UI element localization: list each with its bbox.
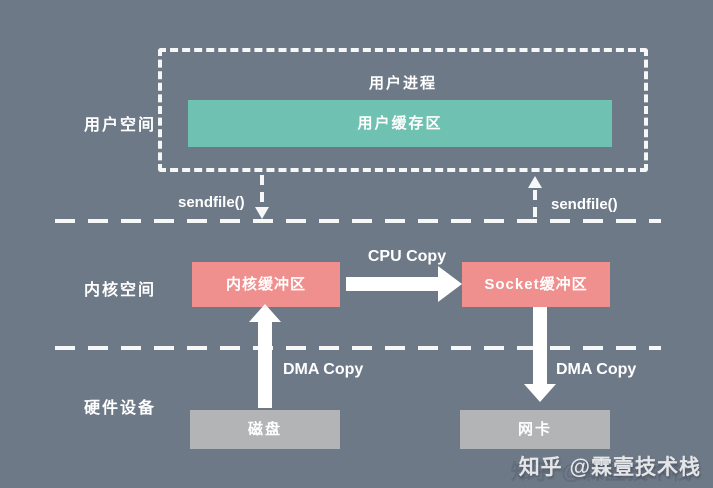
dma-copy-up-arrow-shaft: [258, 320, 272, 408]
kernel-buffer-node: 内核缓冲区: [192, 262, 340, 307]
dma-copy-up-arrowhead-icon: [249, 304, 281, 322]
dma-copy-label-left: DMA Copy: [283, 361, 364, 378]
user-kernel-divider-line: [55, 219, 661, 223]
sendfile-down-arrowhead-icon: [255, 207, 269, 219]
socket-buffer-node: Socket缓冲区: [462, 262, 610, 307]
watermark: 知乎 @霖壹技术栈: [518, 456, 701, 479]
dma-copy-down-arrow-shaft: [533, 307, 547, 386]
sendfile-up-arrowhead-icon: [528, 176, 542, 188]
layer-label-user-space: 用户空间: [84, 117, 157, 134]
sendfile-down-arrow-line: [260, 175, 264, 209]
layer-label-hardware: 硬件设备: [84, 400, 157, 417]
user-process-label: 用户进程: [368, 75, 437, 92]
network-card-node: 网卡: [460, 410, 610, 449]
sendfile-call-label-left: sendfile(): [178, 194, 245, 211]
kernel-hardware-divider-line: [55, 346, 661, 350]
user-process-boundary: 用户进程 用户缓存区: [158, 48, 648, 172]
layer-label-kernel-space: 内核空间: [84, 282, 157, 299]
sendfile-up-arrow-line: [533, 190, 537, 220]
dma-copy-down-arrowhead-icon: [524, 384, 556, 402]
disk-node: 磁盘: [190, 410, 340, 449]
cpu-copy-label: CPU Copy: [367, 248, 447, 265]
dma-copy-label-right: DMA Copy: [556, 361, 637, 378]
sendfile-return-label-right: sendfile(): [551, 196, 618, 213]
cpu-copy-arrowhead-icon: [438, 266, 462, 302]
user-buffer-node: 用户缓存区: [188, 100, 612, 147]
cpu-copy-arrow-shaft: [346, 277, 440, 291]
watermark-ghost: 知乎 @霖壹技术栈: [510, 461, 693, 484]
